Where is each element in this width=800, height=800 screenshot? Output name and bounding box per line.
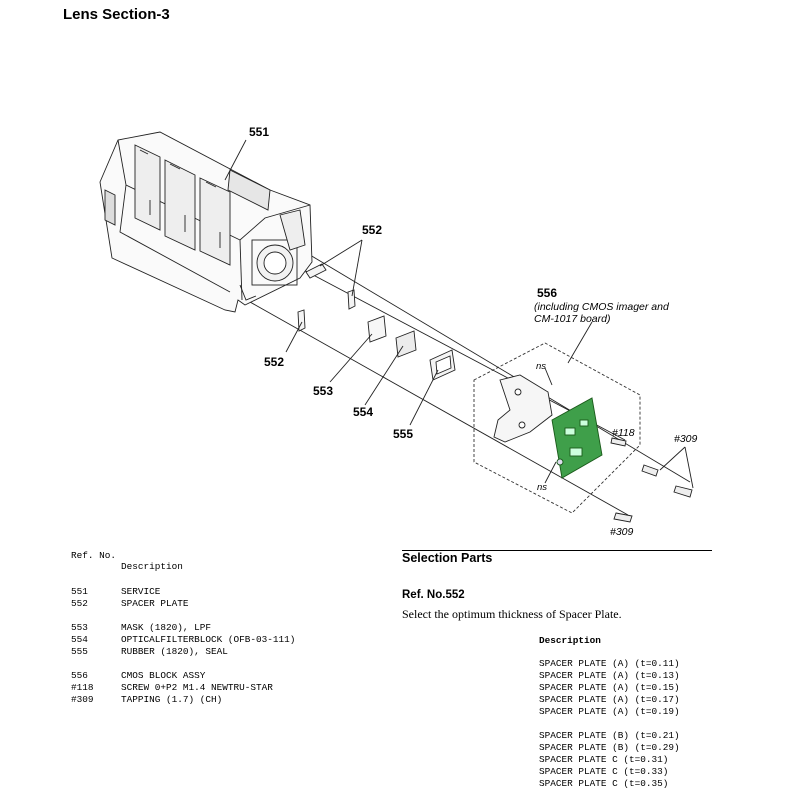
- callout-553: 553: [313, 384, 333, 398]
- part-desc: OPTICALFILTERBLOCK (OFB-03-111): [121, 634, 296, 645]
- part-ref: 553: [71, 622, 88, 633]
- callout-556-note-line1: (including CMOS imager and: [534, 301, 670, 313]
- parts-group-1: 551 SERVICE 552 SPACER PLATE: [71, 586, 189, 610]
- spacer-plate-top: [305, 263, 356, 310]
- part-row: 554 OPTICALFILTERBLOCK (OFB-03-111): [71, 634, 295, 646]
- part-desc: MASK (1820), LPF: [121, 622, 212, 633]
- part-row: 556 CMOS BLOCK ASSY: [71, 670, 273, 682]
- spacer-option: SPACER PLATE (B) (t=0.21): [539, 730, 680, 741]
- callout-552-left: 552: [264, 355, 284, 369]
- part-ref: #309: [71, 694, 94, 705]
- spacer-option: SPACER PLATE C (t=0.33): [539, 766, 669, 777]
- part-row: 552 SPACER PLATE: [71, 598, 189, 610]
- spacer-group-bc: SPACER PLATE (B) (t=0.21) SPACER PLATE (…: [539, 730, 680, 790]
- part-ref: 555: [71, 646, 88, 657]
- part-row: #118 SCREW 0+P2 M1.4 NEWTRU-STAR: [71, 682, 273, 694]
- part-ref: 552: [71, 598, 88, 609]
- spacer-option: SPACER PLATE (A) (t=0.15): [539, 682, 680, 693]
- part-desc: CMOS BLOCK ASSY: [121, 670, 206, 681]
- callout-551: 551: [249, 125, 269, 139]
- screw-118: [610, 437, 627, 447]
- part-desc: SCREW 0+P2 M1.4 NEWTRU-STAR: [121, 682, 273, 693]
- selection-divider: [402, 550, 712, 551]
- part-desc: SPACER PLATE: [121, 598, 189, 609]
- spacer-option: SPACER PLATE (B) (t=0.29): [539, 742, 680, 753]
- callout-555: 555: [393, 427, 413, 441]
- spacer-option: SPACER PLATE (A) (t=0.11): [539, 658, 680, 669]
- part-ref: 556: [71, 670, 88, 681]
- mask-553: [367, 315, 387, 343]
- parts-group-3: 556 CMOS BLOCK ASSY #118 SCREW 0+P2 M1.4…: [71, 670, 273, 706]
- callout-556-note-line2: CM-1017 board): [534, 313, 610, 325]
- cm-1017-board: [551, 397, 603, 479]
- selection-instruction: Select the optimum thickness of Spacer P…: [402, 607, 622, 621]
- part-desc: RUBBER (1820), SEAL: [121, 646, 228, 657]
- optical-filter-block-554: [395, 330, 417, 358]
- selection-title: Selection Parts: [402, 551, 493, 565]
- callout-552-top: 552: [362, 223, 382, 237]
- part-ref: 551: [71, 586, 88, 597]
- label-ns-top: ns: [536, 361, 546, 372]
- rubber-seal-555: [429, 349, 456, 381]
- part-row: #309 TAPPING (1.7) (CH): [71, 694, 273, 706]
- col-desc-header: Description: [121, 561, 183, 572]
- label-screw-309-right: #309: [674, 433, 698, 445]
- spacer-option: SPACER PLATE (A) (t=0.17): [539, 694, 680, 705]
- screw-309-b: [673, 485, 693, 498]
- selection-desc-header: Description: [539, 635, 601, 646]
- screw-309-a: [641, 464, 659, 477]
- leader-lines: [224, 139, 694, 489]
- label-ns-bottom: ns: [537, 482, 547, 493]
- screw-309-c: [613, 512, 633, 523]
- spacer-group-a: SPACER PLATE (A) (t=0.11) SPACER PLATE (…: [539, 658, 680, 718]
- part-row: 551 SERVICE: [71, 586, 189, 598]
- spacer-option: SPACER PLATE (A) (t=0.19): [539, 706, 680, 717]
- callout-554: 554: [353, 405, 373, 419]
- part-row: 555 RUBBER (1820), SEAL: [71, 646, 295, 658]
- col-ref-header: Ref. No.: [71, 550, 117, 561]
- parts-list-header: Ref. No. Description: [71, 550, 183, 572]
- spacer-option: SPACER PLATE (A) (t=0.13): [539, 670, 680, 681]
- lens-block-551: [99, 131, 313, 313]
- part-ref: #118: [71, 682, 94, 693]
- label-screw-309-bottom: #309: [610, 526, 634, 538]
- parts-group-2: 553 MASK (1820), LPF 554 OPTICALFILTERBL…: [71, 622, 295, 658]
- callout-556: 556: [537, 286, 557, 300]
- part-row: 553 MASK (1820), LPF: [71, 622, 295, 634]
- exploded-view-diagram: 551 552 552 553 554 555 556 (including C…: [99, 125, 698, 538]
- label-screw-118: #118: [612, 427, 635, 439]
- page-title: Lens Section-3: [63, 6, 170, 23]
- spacer-option: SPACER PLATE C (t=0.31): [539, 754, 669, 765]
- selection-ref-no: Ref. No.552: [402, 589, 465, 601]
- cmos-holder-frame: [493, 374, 553, 443]
- part-ref: 554: [71, 634, 88, 645]
- part-desc: TAPPING (1.7) (CH): [121, 694, 223, 705]
- spacer-option: SPACER PLATE C (t=0.35): [539, 778, 669, 789]
- cmos-block-boundary: [473, 342, 641, 514]
- part-desc: SERVICE: [121, 586, 161, 597]
